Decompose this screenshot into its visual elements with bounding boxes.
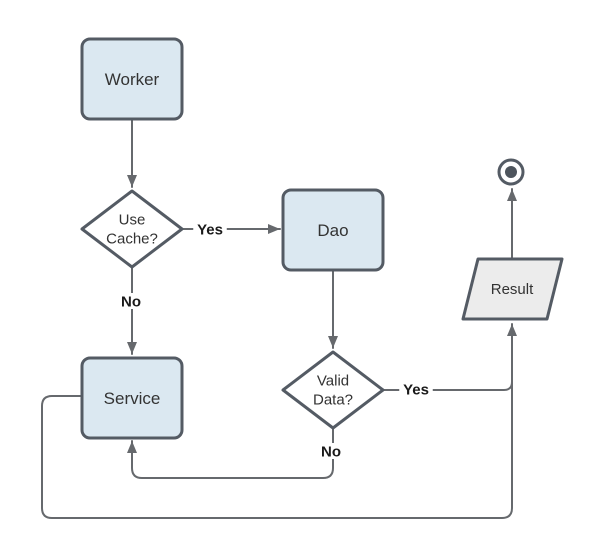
- service-label: Service: [104, 389, 161, 408]
- label-valid-data-no-bg: [318, 443, 344, 459]
- node-use-cache: [80, 189, 184, 269]
- node-worker: [80, 37, 184, 121]
- node-service: [80, 356, 184, 440]
- label-valid-data-no: No: [321, 444, 341, 461]
- node-valid-data: [281, 350, 385, 430]
- node-result: [461, 257, 564, 321]
- label-valid-data-yes: Yes: [403, 382, 429, 399]
- edge-valid-data-no-to-service: [127, 427, 334, 479]
- label-use-cache-yes: Yes: [197, 222, 223, 239]
- edges-layer: [41, 118, 517, 519]
- dao-label: Dao: [317, 221, 348, 240]
- result-label: Result: [491, 281, 534, 298]
- node-dao: [281, 188, 385, 272]
- label-use-cache-yes-bg: [193, 221, 227, 237]
- worker-label: Worker: [105, 70, 160, 89]
- node-end-terminal-dot: [505, 166, 517, 178]
- edge-service-loop-to-result: [41, 323, 517, 519]
- label-use-cache-no-bg: [118, 293, 144, 309]
- label-use-cache-no: No: [121, 294, 141, 311]
- label-valid-data-yes-bg: [399, 381, 433, 397]
